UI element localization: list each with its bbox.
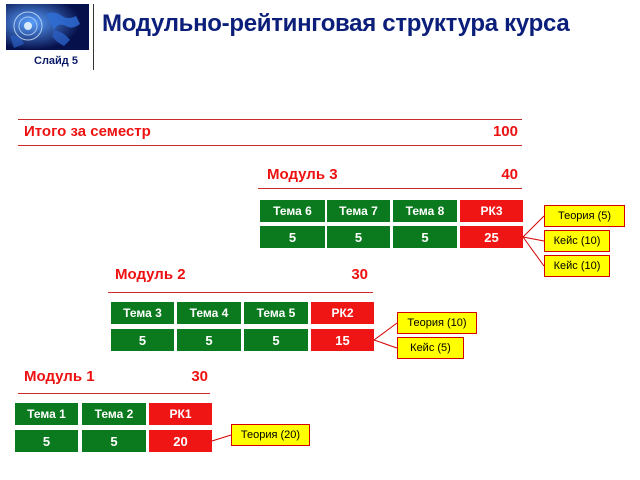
connector-rk2-case — [373, 339, 398, 349]
total-divider-top — [18, 119, 522, 120]
connector-rk3-case-2 — [522, 236, 545, 267]
module-1-topic-2: Тема 2 — [82, 403, 146, 425]
total-value: 100 — [492, 123, 518, 140]
connector-rk1-theory — [211, 434, 232, 442]
slide-number: Слайд 5 — [34, 55, 78, 67]
module-2-label: Модуль 2 — [115, 266, 186, 283]
module-3-topic-8: Тема 8 — [393, 200, 457, 222]
module-3-topic-7: Тема 7 — [327, 200, 390, 222]
module-2-divider — [108, 292, 373, 293]
module-2-topic-4-score: 5 — [177, 329, 241, 351]
module-1-value: 30 — [191, 368, 208, 385]
module-2-topic-5-score: 5 — [244, 329, 308, 351]
module-3-label: Модуль 3 — [267, 166, 338, 183]
total-label: Итого за семестр — [24, 123, 151, 140]
module-1-topic-2-score: 5 — [82, 430, 146, 452]
module-2-note-case: Кейс (5) — [397, 337, 464, 359]
module-3-rk3-score: 25 — [460, 226, 523, 248]
connector-rk2-theory — [373, 322, 398, 341]
module-3-value: 40 — [501, 166, 518, 183]
module-3-note-case-1: Кейс (10) — [544, 230, 610, 252]
module-1-label: Модуль 1 — [24, 368, 95, 385]
module-1-control-rk1: РК1 — [149, 403, 212, 425]
module-2-value: 30 — [351, 266, 368, 283]
world-map-logo — [6, 4, 89, 50]
module-3-topic-7-score: 5 — [327, 226, 390, 248]
module-3-topic-8-score: 5 — [393, 226, 457, 248]
module-1-topic-1-score: 5 — [15, 430, 78, 452]
module-3-note-case-2: Кейс (10) — [544, 255, 610, 277]
module-2-control-rk2: РК2 — [311, 302, 374, 324]
module-2-note-theory: Теория (10) — [397, 312, 477, 334]
module-1-note-theory: Теория (20) — [231, 424, 310, 446]
module-1-divider — [18, 393, 210, 394]
module-2-topic-3-score: 5 — [111, 329, 174, 351]
connector-rk3-theory — [522, 215, 545, 238]
module-3-divider — [258, 188, 522, 189]
module-3-control-rk3: РК3 — [460, 200, 523, 222]
module-3-topic-6: Тема 6 — [260, 200, 325, 222]
module-3-note-theory: Теория (5) — [544, 205, 625, 227]
module-2-topic-5: Тема 5 — [244, 302, 308, 324]
total-divider-bottom — [18, 145, 522, 146]
module-1-topic-1: Тема 1 — [15, 403, 78, 425]
module-1-rk1-score: 20 — [149, 430, 212, 452]
module-2-topic-3: Тема 3 — [111, 302, 174, 324]
module-2-topic-4: Тема 4 — [177, 302, 241, 324]
module-2-rk2-score: 15 — [311, 329, 374, 351]
header-divider — [93, 4, 94, 70]
connector-rk3-case-1 — [522, 236, 545, 242]
page-title: Модульно-рейтинговая структура курса — [102, 10, 570, 37]
module-3-topic-6-score: 5 — [260, 226, 325, 248]
